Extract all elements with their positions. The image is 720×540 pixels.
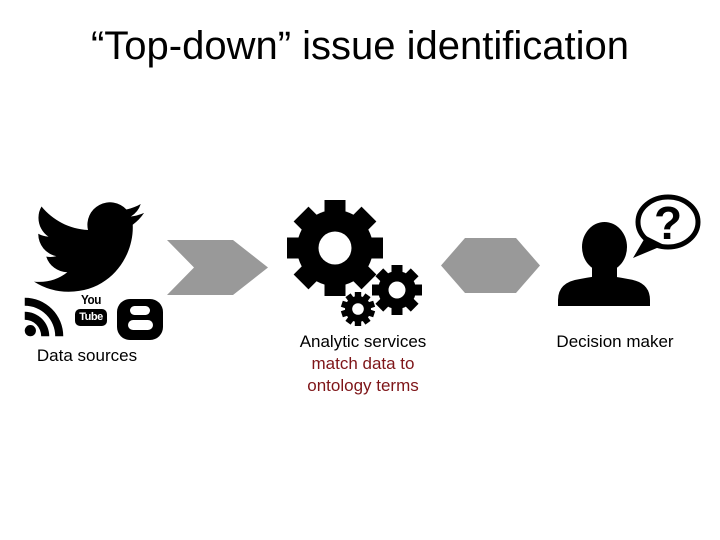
blogger-b-bar-top xyxy=(130,306,150,315)
youtube-you-text: You xyxy=(81,292,101,307)
arrow-right-connector xyxy=(167,240,268,295)
rss-icon xyxy=(24,297,64,337)
analytic-services-label: Analytic services match data to ontology… xyxy=(288,331,438,397)
decision-maker-label: Decision maker xyxy=(556,332,674,351)
person-silhouette xyxy=(558,222,650,306)
person-question-icon: ? xyxy=(558,194,701,306)
youtube-icon: You Tube xyxy=(71,293,111,326)
slide-title: “Top-down” issue identification xyxy=(90,24,630,68)
analytic-services-line3: ontology terms xyxy=(307,376,419,395)
analytic-services-line1: Analytic services xyxy=(299,332,427,351)
data-sources-label: Data sources xyxy=(36,346,138,365)
blogger-b-bar-bottom xyxy=(128,320,153,330)
question-mark-glyph: ? xyxy=(654,197,682,249)
gears-icon xyxy=(287,200,422,326)
blogger-icon xyxy=(117,299,163,340)
hexagon-connector xyxy=(441,238,540,293)
youtube-tube-badge: Tube xyxy=(75,309,107,326)
analytic-services-line2: match data to xyxy=(311,354,415,373)
twitter-bird-icon xyxy=(34,202,144,292)
question-bubble-icon: ? xyxy=(633,194,701,258)
